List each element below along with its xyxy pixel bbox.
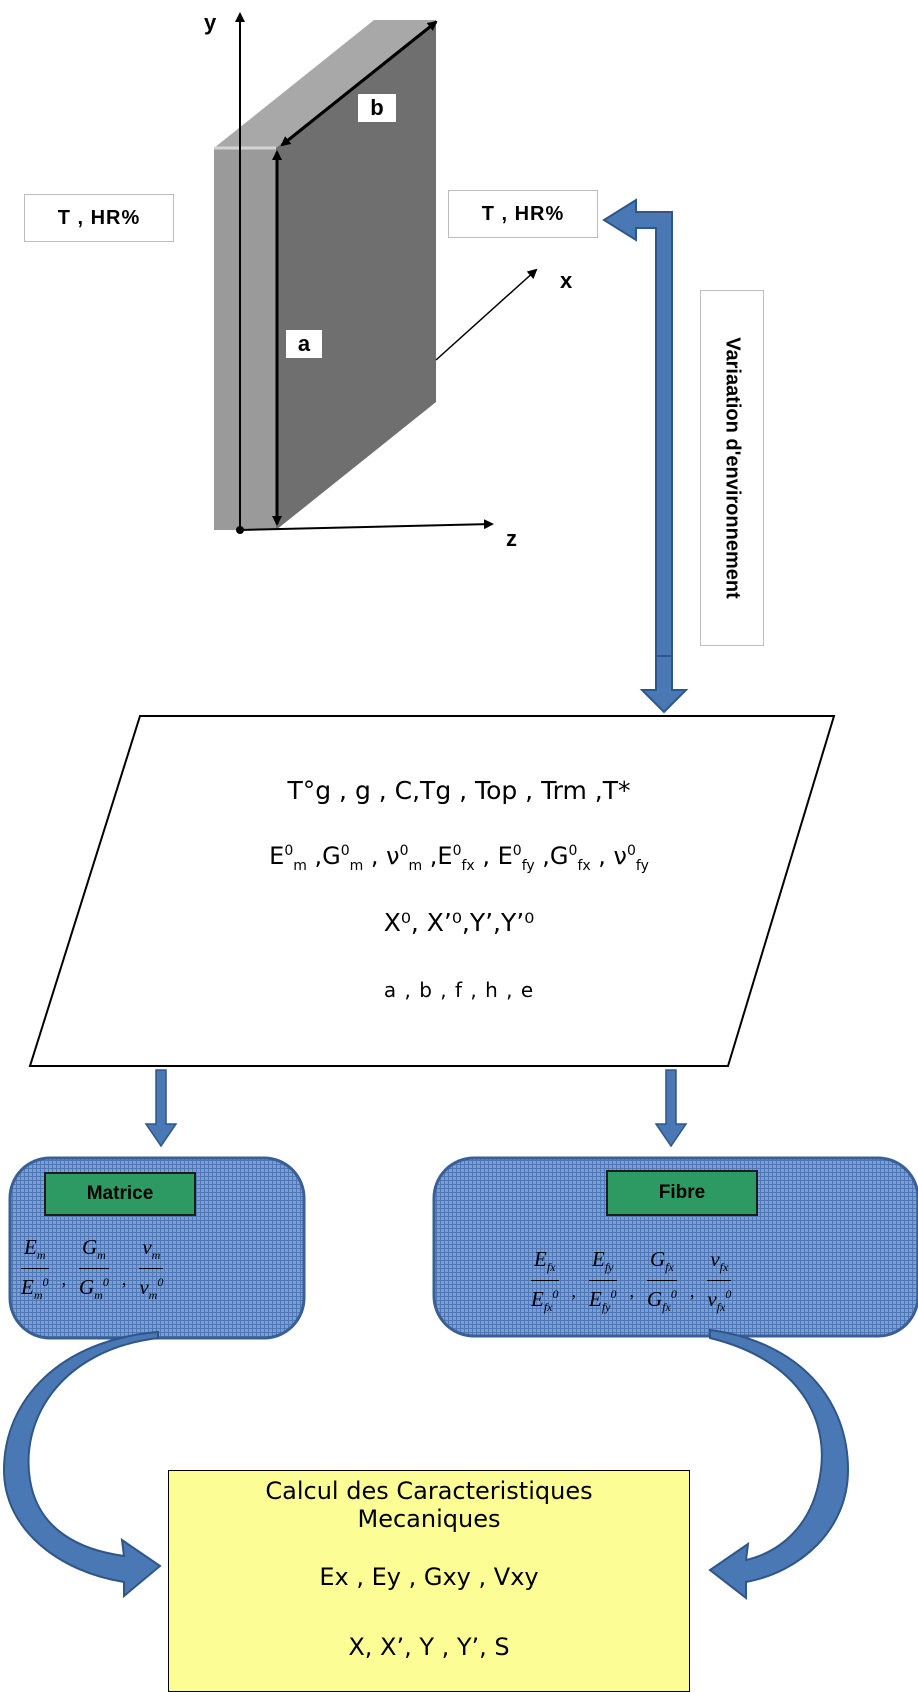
environment-label-right: T , HR%	[448, 190, 598, 238]
result-title-line1: Calcul des Caracteristiques	[265, 1477, 593, 1505]
matrice-label: Matrice	[44, 1172, 196, 1216]
plate-top-face	[214, 20, 436, 148]
y-axis-label: y	[204, 10, 217, 35]
result-box: Calcul des Caracteristiques Mecaniques E…	[168, 1470, 690, 1692]
z-axis-label: z	[506, 526, 517, 551]
origin-point	[236, 526, 244, 534]
dimension-a-label: a	[286, 330, 322, 358]
param-line-temperatures: T°g , g , C,Tg , Top , Trm ,T*	[287, 776, 631, 805]
x-axis	[435, 268, 538, 361]
variation-label-box: Variaation d'environnement	[700, 290, 764, 646]
arrow-to-matrice	[144, 1069, 178, 1148]
result-strengths: X, X’, Y , Y’, S	[348, 1633, 510, 1661]
variation-label: Variaation d'environnement	[721, 337, 744, 599]
param-line-strengths: X⁰, X’⁰,Y’,Y’⁰	[383, 908, 535, 937]
param-line-moduli: E0m ,G0m , ν0m ,E0fx , E0fy ,G0fx , ν0fy	[269, 842, 649, 874]
environment-arrow-down	[639, 655, 689, 714]
plate-side-face	[276, 20, 436, 530]
curved-arrow-right	[708, 1328, 850, 1601]
result-title-line2: Mecaniques	[357, 1505, 501, 1533]
arrow-to-fibre	[654, 1069, 688, 1148]
fibre-label: Fibre	[606, 1170, 758, 1216]
plate-front-face	[214, 148, 276, 530]
z-axis	[239, 519, 494, 531]
parameters-parallelogram	[28, 715, 836, 1067]
x-axis-label: x	[560, 268, 573, 293]
dimension-b-label: b	[358, 94, 396, 122]
dimension-b-arrow-back	[280, 20, 437, 147]
fibre-panel	[432, 1156, 918, 1338]
environment-label-left: T , HR%	[24, 194, 174, 242]
param-line-geometry: a , b , f , h , e	[383, 978, 535, 1002]
environment-arrow-top	[602, 198, 673, 661]
result-moduli: Ex , Ey , Gxy , Vxy	[319, 1563, 539, 1591]
curved-arrow-left	[2, 1330, 162, 1599]
